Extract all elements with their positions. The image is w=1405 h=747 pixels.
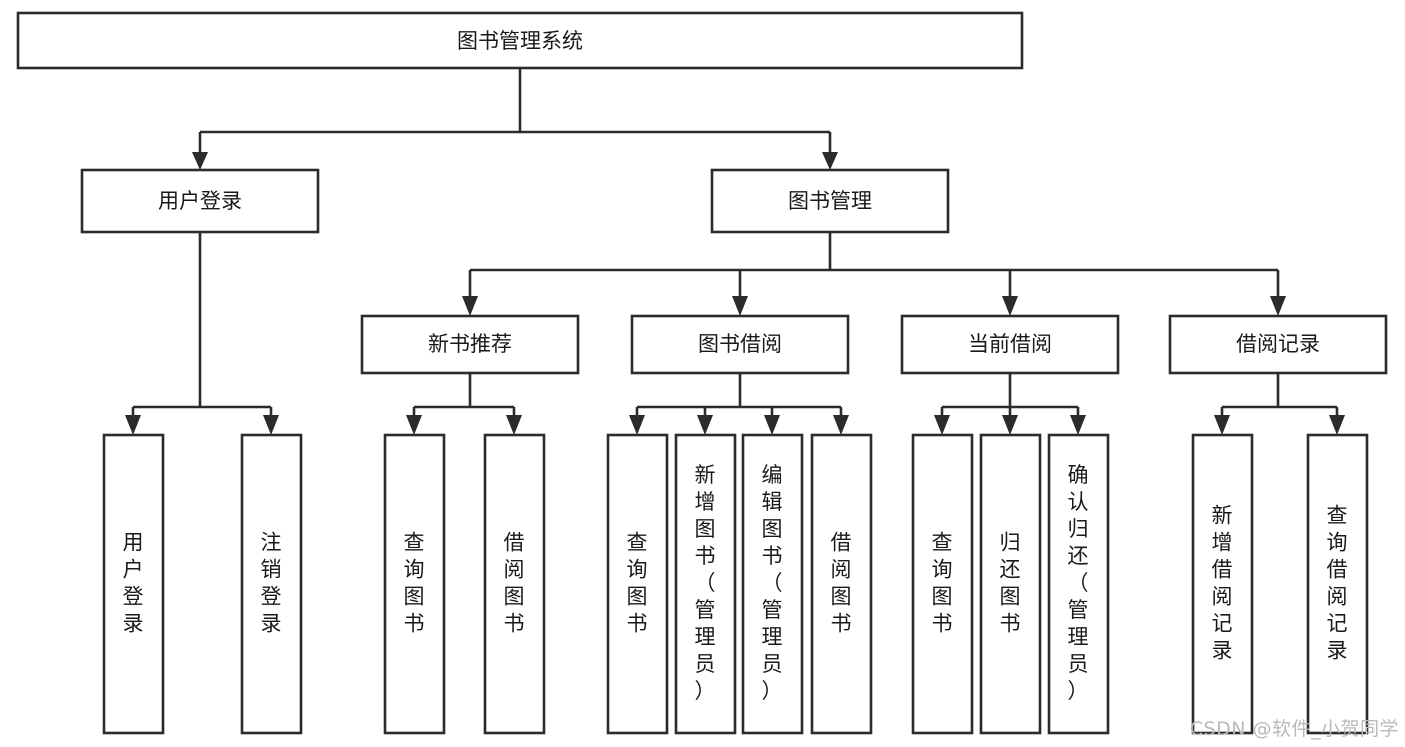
node-leaf-return-book-label: 归还图书 <box>1000 531 1021 636</box>
connectors <box>125 68 1345 435</box>
node-leaf-add-record-label: 新增借阅记录 <box>1212 504 1233 663</box>
node-leaf-borrow-book-2-label: 借阅图书 <box>831 531 852 636</box>
node-leaf-query-record-box[interactable] <box>1306 433 1369 735</box>
node-leaf-add-record[interactable]: 新增借阅记录 <box>1191 433 1254 735</box>
node-leaf-query-book-2-box[interactable] <box>606 433 669 735</box>
node-leaf-edit-book-label: 编辑图书（管理员） <box>762 463 783 703</box>
node-leaf-query-record[interactable]: 查询借阅记录 <box>1306 433 1369 735</box>
node-current-borrow[interactable]: 当前借阅 <box>900 314 1120 375</box>
node-leaf-edit-book[interactable]: 编辑图书（管理员） <box>741 433 804 735</box>
node-leaf-query-book-2-label: 查询图书 <box>627 531 648 636</box>
node-book-borrow-box[interactable] <box>630 314 850 375</box>
node-new-book-rec-box[interactable] <box>360 314 580 375</box>
arrowhead-leaf-borrow-book-1 <box>506 415 522 435</box>
node-borrow-record-box[interactable] <box>1168 314 1388 375</box>
node-leaf-add-record-box[interactable] <box>1191 433 1254 735</box>
node-leaf-query-book-1-label: 查询图书 <box>404 531 425 636</box>
node-leaf-user-login[interactable]: 用户登录 <box>102 433 165 735</box>
node-leaf-add-book-box[interactable] <box>674 433 737 735</box>
node-leaf-query-book-3[interactable]: 查询图书 <box>911 433 974 735</box>
node-current-borrow-box[interactable] <box>900 314 1120 375</box>
node-leaf-confirm-return-box[interactable] <box>1047 433 1110 735</box>
arrowhead-book-manage <box>822 152 838 170</box>
node-leaf-query-book-2[interactable]: 查询图书 <box>606 433 669 735</box>
node-user-login-box[interactable] <box>80 168 320 234</box>
node-borrow-record-label: 借阅记录 <box>1236 332 1320 356</box>
node-root-box[interactable] <box>16 11 1024 70</box>
arrowhead-leaf-borrow-book-2 <box>833 415 849 435</box>
arrowhead-bookborrow <box>732 296 748 316</box>
arrowhead-leaf-return-book <box>1002 415 1018 435</box>
node-book-borrow[interactable]: 图书借阅 <box>630 314 850 375</box>
csdn-watermark: CSDN @软件_小贺同学 <box>1189 718 1399 740</box>
node-leaf-logout[interactable]: 注销登录 <box>240 433 303 735</box>
node-leaf-user-login-box[interactable] <box>102 433 165 735</box>
arrowhead-leaf-confirm-return <box>1070 415 1086 435</box>
node-new-book-rec-label: 新书推荐 <box>428 332 512 356</box>
node-leaf-logout-label: 注销登录 <box>261 531 282 636</box>
arrowhead-leaf-query-record <box>1329 415 1345 435</box>
arrowhead-leaf-query-book-2 <box>629 415 645 435</box>
node-leaf-confirm-return[interactable]: 确认归还（管理员） <box>1047 433 1110 735</box>
arrowhead-leaf-add-record <box>1214 415 1230 435</box>
node-book-borrow-label: 图书借阅 <box>698 332 782 356</box>
node-root-label: 图书管理系统 <box>457 29 583 53</box>
node-leaf-query-book-1[interactable]: 查询图书 <box>383 433 446 735</box>
node-leaf-borrow-book-1[interactable]: 借阅图书 <box>483 433 546 735</box>
node-leaf-query-book-1-box[interactable] <box>383 433 446 735</box>
node-leaf-confirm-return-label: 确认归还（管理员） <box>1068 463 1089 703</box>
node-leaf-borrow-book-1-box[interactable] <box>483 433 546 735</box>
arrowhead-leaf-query-book-3 <box>934 415 950 435</box>
arrowhead-user-login <box>192 152 208 170</box>
arrowhead-leaf-logout <box>263 415 279 435</box>
node-new-book-rec[interactable]: 新书推荐 <box>360 314 580 375</box>
arrowhead-current <box>1002 296 1018 316</box>
leaf-nodes: 用户登录 注销登录 查询图书 借阅图书 查询图书 新增图书（管理员） <box>102 433 1369 735</box>
node-leaf-query-book-3-box[interactable] <box>911 433 974 735</box>
node-book-manage-label: 图书管理 <box>788 189 872 213</box>
node-current-borrow-label: 当前借阅 <box>968 332 1052 356</box>
node-leaf-borrow-book-2[interactable]: 借阅图书 <box>810 433 873 735</box>
arrowhead-leaf-user-login <box>125 415 141 435</box>
node-leaf-return-book-box[interactable] <box>979 433 1042 735</box>
node-leaf-borrow-book-2-box[interactable] <box>810 433 873 735</box>
node-book-manage[interactable]: 图书管理 <box>710 168 950 234</box>
node-leaf-logout-box[interactable] <box>240 433 303 735</box>
arrowhead-newbook <box>462 296 478 316</box>
node-leaf-return-book[interactable]: 归还图书 <box>979 433 1042 735</box>
node-leaf-query-record-label: 查询借阅记录 <box>1327 504 1348 663</box>
node-leaf-borrow-book-1-label: 借阅图书 <box>504 531 525 636</box>
node-borrow-record[interactable]: 借阅记录 <box>1168 314 1388 375</box>
node-leaf-query-book-3-label: 查询图书 <box>932 531 953 636</box>
node-book-manage-box[interactable] <box>710 168 950 234</box>
arrowhead-leaf-query-book-1 <box>406 415 422 435</box>
node-user-login[interactable]: 用户登录 <box>80 168 320 234</box>
arrowhead-leaf-edit-book <box>764 415 780 435</box>
arrowhead-record <box>1270 296 1286 316</box>
node-user-login-label: 用户登录 <box>158 189 242 213</box>
node-leaf-user-login-label: 用户登录 <box>123 531 144 636</box>
node-leaf-edit-book-box[interactable] <box>741 433 804 735</box>
node-leaf-add-book[interactable]: 新增图书（管理员） <box>674 433 737 735</box>
node-root[interactable]: 图书管理系统 <box>16 11 1024 70</box>
arrowhead-leaf-add-book <box>697 415 713 435</box>
node-leaf-add-book-label: 新增图书（管理员） <box>695 463 716 703</box>
